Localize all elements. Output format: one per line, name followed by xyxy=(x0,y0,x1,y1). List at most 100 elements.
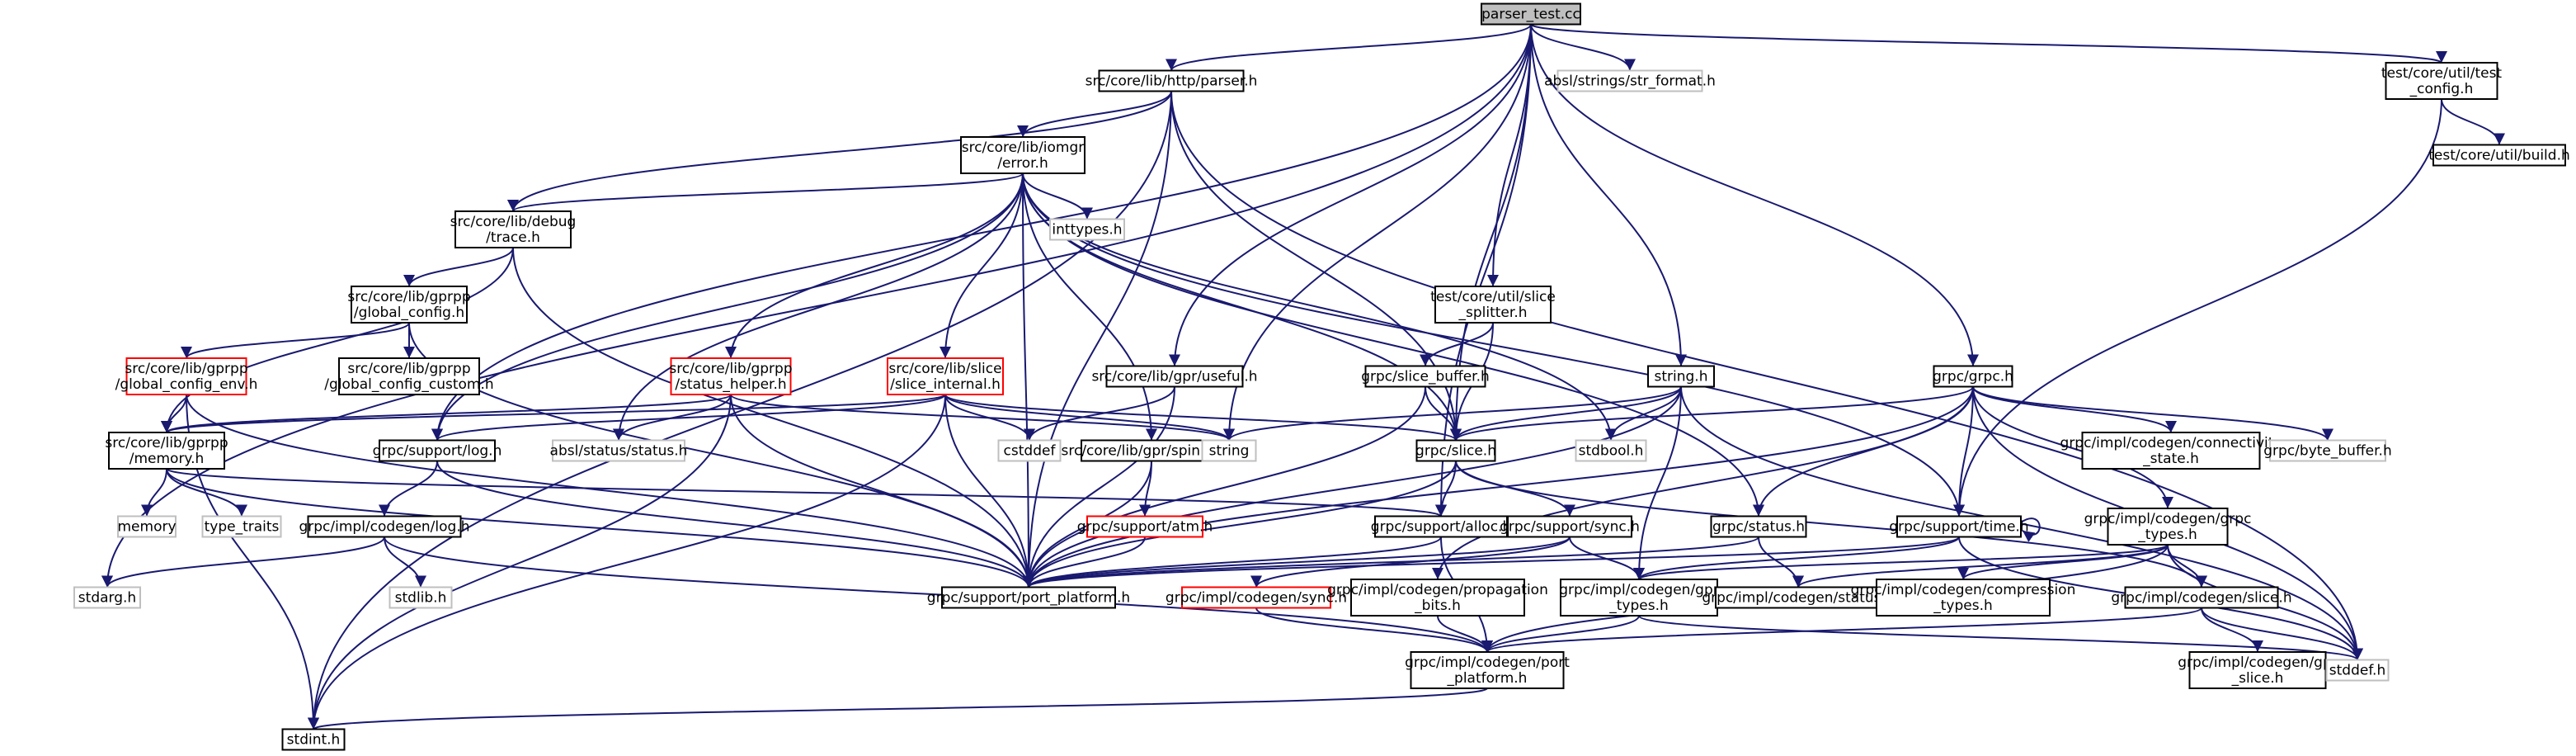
node-box xyxy=(1098,69,1245,92)
edge-slice-internal-to-log-h xyxy=(431,394,946,442)
edge-root-to-log-h xyxy=(431,24,1532,441)
edge-slice-internal-to-slice-h xyxy=(944,394,1462,442)
node-splitter[interactable]: test/core/util/slice_splitter.h xyxy=(1430,286,1556,324)
edge-grpc-h-to-time-h xyxy=(1953,386,1974,517)
edge-test-config-to-build xyxy=(2441,98,2505,145)
node-box xyxy=(351,286,468,324)
node-status-helper[interactable]: src/core/lib/gprpp/status_helper.h xyxy=(669,357,793,395)
node-str-format[interactable]: absl/strings/str_format.h xyxy=(1544,69,1716,92)
node-time-h[interactable]: grpc/support/time.h xyxy=(1889,515,2029,538)
node-label: grpc/support/sync.h xyxy=(1500,519,1640,536)
edge-trace-to-global-config xyxy=(403,247,514,287)
node-label: stdbool.h xyxy=(1579,443,1644,460)
node-connectivity[interactable]: grpc/impl/codegen/connectivity_state.h xyxy=(2060,432,2282,470)
node-codegen-sync[interactable]: grpc/impl/codegen/sync.h xyxy=(1166,586,1347,609)
node-status-h[interactable]: grpc/status.h xyxy=(1710,515,1807,538)
node-string-std[interactable]: string xyxy=(1201,439,1257,462)
node-cstddef[interactable]: cstddef xyxy=(997,439,1062,462)
edge-parser-to-trace xyxy=(507,91,1172,212)
node-label: test/core/util/test xyxy=(2381,65,2503,82)
node-trace[interactable]: src/core/lib/debug/trace.h xyxy=(450,210,577,248)
node-stddef[interactable]: stddef.h xyxy=(2325,659,2390,682)
node-stdbool[interactable]: stdbool.h xyxy=(1575,439,1647,462)
edge-parser-to-port-platform xyxy=(1023,91,1172,588)
edge-global-config-to-global-config-env xyxy=(181,322,410,359)
node-build[interactable]: test/core/util/build.h xyxy=(2428,144,2570,167)
node-log-h[interactable]: grpc/support/log.h xyxy=(373,439,502,462)
node-test-config[interactable]: test/core/util/test_config.h xyxy=(2381,62,2503,100)
node-label: src/core/lib/gprpp xyxy=(347,361,470,377)
node-gpr-slice[interactable]: grpc/impl/codegen/gpr_slice.h xyxy=(2178,651,2338,689)
node-byte-buffer[interactable]: grpc/byte_buffer.h xyxy=(2263,439,2392,462)
node-parser[interactable]: src/core/lib/http/parser.h xyxy=(1085,69,1258,92)
edge-log-h-to-port-platform xyxy=(436,461,1034,588)
node-useful[interactable]: src/core/lib/gpr/useful.h xyxy=(1091,365,1258,388)
node-root[interactable]: parser_test.cc xyxy=(1481,2,1581,26)
node-codegen-port-platform[interactable]: grpc/impl/codegen/port_platform.h xyxy=(1405,651,1570,689)
node-error[interactable]: src/core/lib/iomgr/error.h xyxy=(960,136,1085,174)
edge-string-h-to-gpr-types xyxy=(1633,386,1682,580)
edge-string-h-to-port-platform xyxy=(1023,386,1682,588)
edge-error-to-absl-status xyxy=(613,172,1024,441)
node-label: src/core/lib/gprpp xyxy=(105,435,228,451)
node-sync-h[interactable]: grpc/support/sync.h xyxy=(1500,515,1640,538)
edge-test-config-to-time-h xyxy=(1953,98,2442,517)
node-slice-buffer[interactable]: grpc/slice_buffer.h xyxy=(1361,365,1490,388)
node-slice-h[interactable]: grpc/slice.h xyxy=(1415,439,1496,462)
node-compression[interactable]: grpc/impl/codegen/compression_types.h xyxy=(1851,579,2076,617)
node-box xyxy=(117,515,177,538)
node-string-h[interactable]: string.h xyxy=(1647,365,1715,388)
edge-root-to-test-config xyxy=(1530,23,2447,64)
node-box xyxy=(960,136,1085,174)
node-label: stddef.h xyxy=(2329,663,2386,679)
node-stdint[interactable]: stdint.h xyxy=(281,728,346,751)
node-stdlib[interactable]: stdlib.h xyxy=(389,586,453,609)
node-label: parser_test.cc xyxy=(1481,7,1580,23)
node-inttypes[interactable]: inttypes.h xyxy=(1049,218,1125,241)
node-label: src/core/lib/http/parser.h xyxy=(1085,73,1258,90)
node-codegen-status[interactable]: grpc/impl/codegen/status.h xyxy=(1702,586,1895,609)
node-memory[interactable]: memory xyxy=(117,515,177,538)
node-box xyxy=(2432,144,2566,167)
node-label: grpc/impl/codegen/log.h xyxy=(299,519,469,536)
node-label: _config.h xyxy=(2409,81,2474,97)
node-label: src/core/lib/gprpp xyxy=(669,361,792,377)
node-box xyxy=(1364,365,1486,388)
node-atm[interactable]: grpc/support/atm.h xyxy=(1077,515,1213,538)
node-box xyxy=(2107,508,2229,546)
node-absl-status[interactable]: absl/status/status.h xyxy=(550,439,688,462)
edge-string-h-to-string-std xyxy=(1223,386,1682,441)
node-alloc[interactable]: grpc/support/alloc.h xyxy=(1371,515,1511,538)
node-box xyxy=(201,515,282,538)
node-type-traits[interactable]: type_traits xyxy=(201,515,282,538)
edge-parser-to-slice-h xyxy=(1170,91,1462,441)
node-box xyxy=(1086,515,1203,538)
node-label: /trace.h xyxy=(486,229,540,246)
edge-string-h-to-slice-h xyxy=(1450,386,1682,441)
node-box xyxy=(108,432,225,470)
node-slice-internal[interactable]: src/core/lib/slice/slice_internal.h xyxy=(887,357,1004,395)
edge-error-to-spinlock xyxy=(1022,172,1157,441)
node-propagation[interactable]: grpc/impl/codegen/propagation_bits.h xyxy=(1327,579,1548,617)
node-label: stdlib.h xyxy=(395,590,447,607)
edge-status-h-to-codegen-status xyxy=(1758,536,1804,588)
node-codegen-log[interactable]: grpc/impl/codegen/log.h xyxy=(299,515,470,538)
node-global-config[interactable]: src/core/lib/gprpp/global_config.h xyxy=(347,286,471,324)
node-global-config-env[interactable]: src/core/lib/gprpp/global_config_env.h xyxy=(115,357,258,395)
node-codegen-slice[interactable]: grpc/impl/codegen/slice.h xyxy=(2111,586,2292,609)
node-stdarg[interactable]: stdarg.h xyxy=(73,586,141,609)
node-spinlock[interactable]: src/core/lib/gpr/spinlock.h xyxy=(1062,439,1242,462)
edge-slice-h-to-port-platform xyxy=(1023,461,1457,588)
node-grpc-h[interactable]: grpc/grpc.h xyxy=(1933,365,2013,388)
node-memory-h[interactable]: src/core/lib/gprpp/memory.h xyxy=(105,432,228,470)
node-box xyxy=(1434,286,1552,324)
node-port-platform[interactable]: grpc/support/port_platform.h xyxy=(927,586,1130,609)
node-gpr-types[interactable]: grpc/impl/codegen/gpr_types.h xyxy=(1559,579,1719,617)
node-label: /global_config.h xyxy=(354,305,464,321)
edge-codegen-slice-to-gpr-slice xyxy=(2201,607,2263,653)
node-global-config-custom[interactable]: src/core/lib/gprpp/global_config_custom.… xyxy=(324,357,494,395)
node-box xyxy=(997,439,1062,462)
edge-status-helper-to-stdint xyxy=(308,394,732,730)
node-grpc-types[interactable]: grpc/impl/codegen/grpc_types.h xyxy=(2084,508,2252,546)
